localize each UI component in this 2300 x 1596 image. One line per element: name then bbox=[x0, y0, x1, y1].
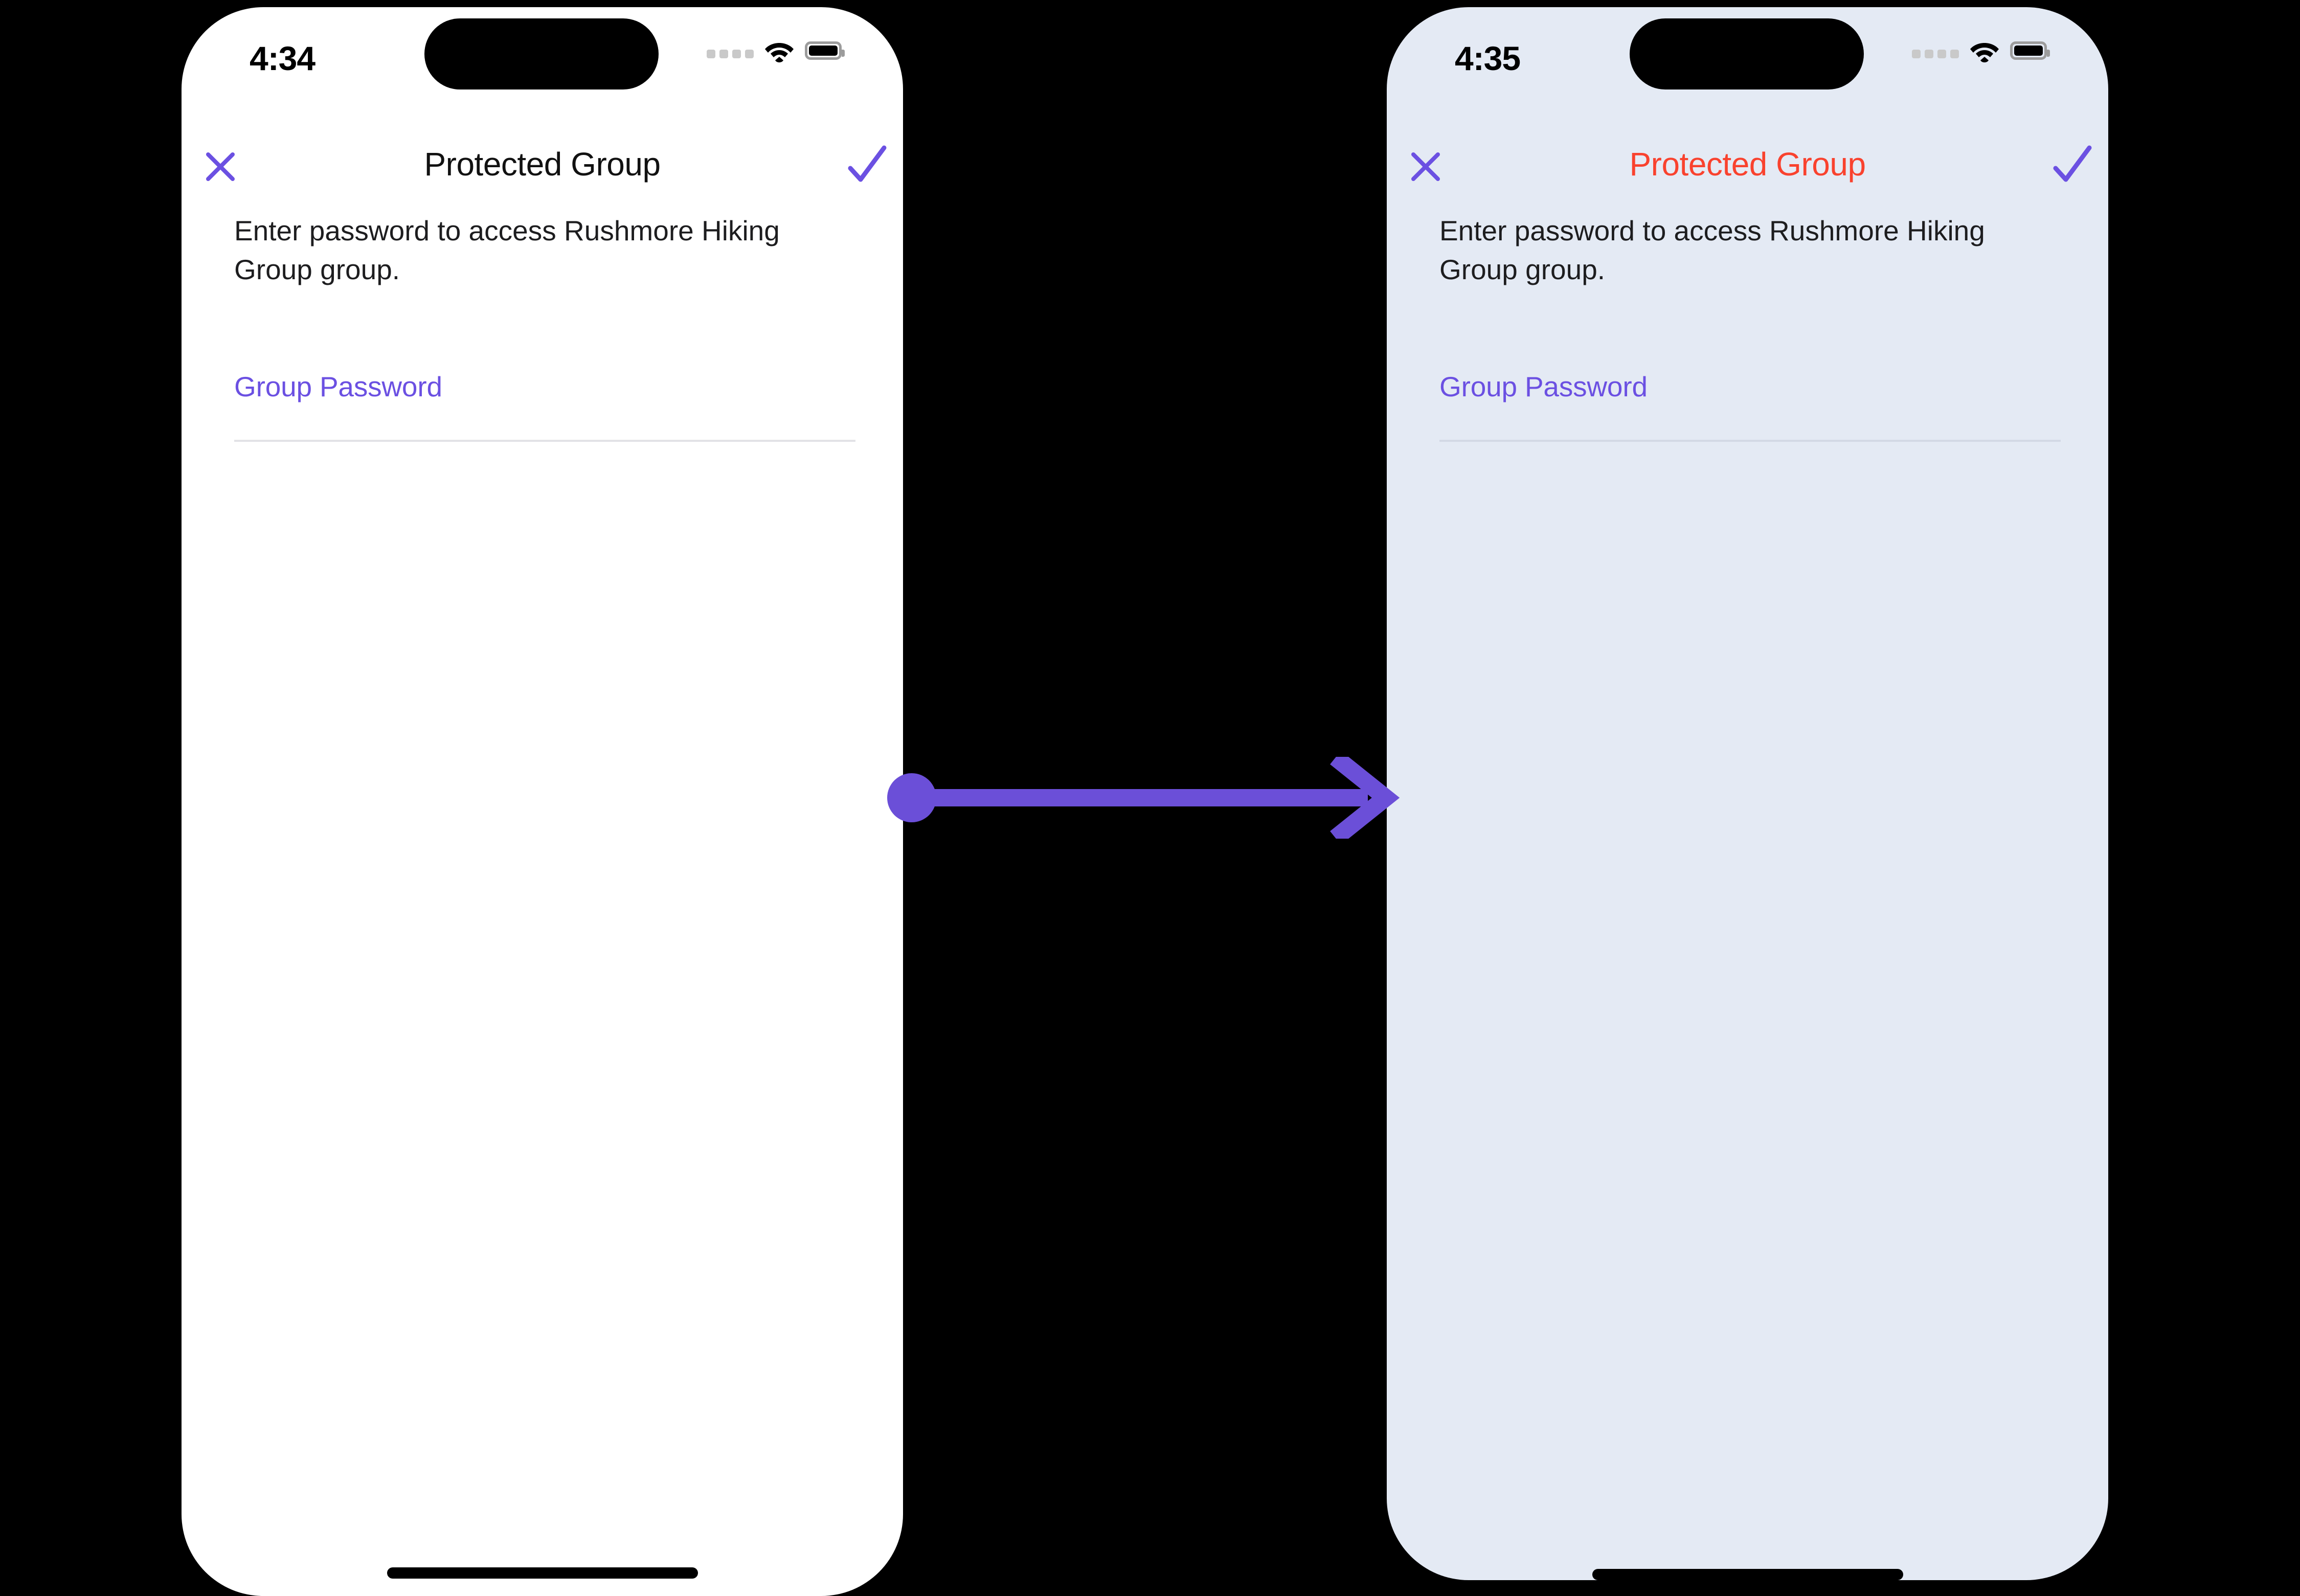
battery-full-icon bbox=[805, 41, 845, 60]
group-password-input[interactable] bbox=[234, 403, 855, 434]
page-title: Protected Group bbox=[424, 146, 661, 183]
checkmark-icon bbox=[2053, 145, 2092, 182]
phone-screen-before: 4:34 Protected Group bbox=[182, 7, 903, 1596]
status-bar: 4:35 bbox=[1387, 7, 2108, 109]
status-time: 4:34 bbox=[250, 39, 315, 77]
wifi-icon bbox=[765, 39, 794, 62]
close-button[interactable] bbox=[196, 142, 245, 191]
signal-dots-icon bbox=[1912, 38, 1959, 63]
wifi-icon bbox=[1970, 39, 1999, 62]
battery-full-icon bbox=[2010, 41, 2050, 60]
close-x-icon bbox=[206, 152, 235, 181]
status-icons bbox=[1912, 38, 2050, 63]
field-underline bbox=[1439, 440, 2061, 442]
page-title: Protected Group bbox=[1629, 146, 1866, 183]
field-underline bbox=[234, 440, 855, 442]
nav-bar: Protected Group bbox=[182, 139, 903, 200]
group-password-field[interactable]: Group Password bbox=[234, 370, 855, 442]
signal-dots-icon bbox=[707, 38, 754, 63]
status-icons bbox=[707, 38, 845, 63]
dynamic-island bbox=[1630, 18, 1864, 89]
status-time: 4:35 bbox=[1455, 39, 1521, 77]
close-button[interactable] bbox=[1401, 142, 1450, 191]
checkmark-icon bbox=[848, 145, 887, 182]
group-password-label: Group Password bbox=[1439, 371, 1648, 402]
transition-arrow bbox=[887, 751, 1404, 845]
home-indicator[interactable] bbox=[387, 1567, 698, 1579]
dynamic-island bbox=[424, 18, 659, 89]
group-password-input[interactable] bbox=[1439, 403, 2061, 434]
right-arrow-icon bbox=[887, 751, 1400, 845]
group-password-field[interactable]: Group Password bbox=[1439, 370, 2061, 442]
accept-button[interactable] bbox=[843, 139, 892, 188]
group-password-label: Group Password bbox=[234, 371, 442, 402]
accept-button[interactable] bbox=[2048, 139, 2097, 188]
nav-bar: Protected Group bbox=[1387, 139, 2108, 200]
description-text: Enter password to access Rushmore Hiking… bbox=[1439, 215, 1985, 285]
status-bar: 4:34 bbox=[182, 7, 903, 109]
description-text: Enter password to access Rushmore Hiking… bbox=[234, 215, 780, 285]
phone-screen-after: 4:35 Protected Group bbox=[1387, 7, 2108, 1580]
close-x-icon bbox=[1411, 152, 1440, 181]
home-indicator[interactable] bbox=[1592, 1569, 1903, 1580]
